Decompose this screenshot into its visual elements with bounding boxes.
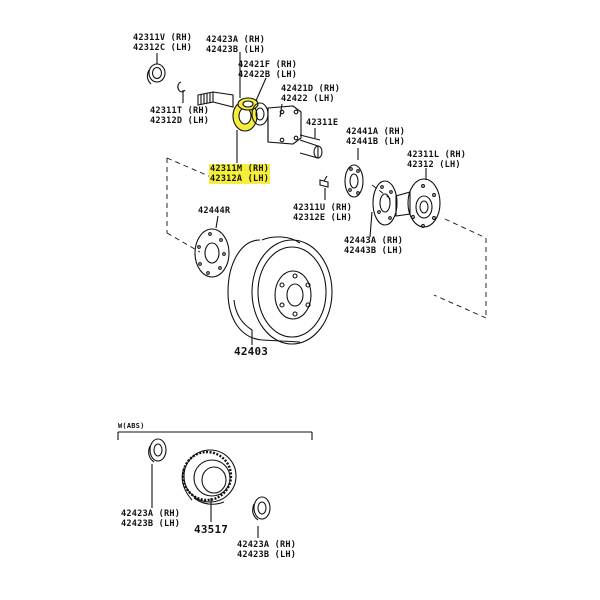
label-42311u: 42311U (RH) [293, 203, 353, 213]
label-42423b-right: 42423B (LH) [237, 550, 297, 560]
axle-plate [344, 164, 364, 198]
oil-seal-top [146, 63, 166, 85]
leader-line [369, 211, 373, 238]
abs-rotor [181, 449, 237, 505]
label-42312: 42312 (LH) [407, 160, 461, 170]
label-42312d: 42312D (LH) [150, 116, 210, 126]
label-42423a-right: 42423A (RH) [237, 540, 297, 550]
label-42311t: 42311T (RH) [150, 106, 210, 116]
label-42422b: 42422B (LH) [238, 70, 298, 80]
label-42423b-left: 42423B (LH) [121, 519, 181, 529]
hub-bolt [319, 175, 329, 188]
axle-tube [299, 134, 323, 159]
label-42422: 42422 (LH) [281, 94, 335, 104]
label-42311m-highlighted: 42311M (RH) [209, 164, 271, 174]
axle-flange [267, 105, 302, 145]
label-42441b: 42441B (LH) [346, 137, 406, 147]
axle-shaft [197, 91, 234, 108]
label-42403: 42403 [234, 345, 269, 358]
label-42423a-left: 42423A (RH) [121, 509, 181, 519]
drum-gasket [194, 228, 230, 278]
label-42311v: 42311V (RH) [133, 33, 193, 43]
hub-gasket [372, 180, 398, 226]
label-42443a: 42443A (RH) [344, 236, 404, 246]
label-42312e: 42312E (LH) [293, 213, 353, 223]
snap-ring [177, 81, 186, 93]
bearing-highlighted [232, 97, 259, 132]
wheel-hub [395, 178, 441, 228]
label-42312a-highlighted: 42312A (LH) [209, 174, 271, 184]
abs-seal-right [252, 496, 271, 521]
label-42423a-top: 42423A (RH) [206, 35, 266, 45]
label-43517: 43517 [194, 523, 229, 536]
label-42421f: 42421F (RH) [238, 60, 298, 70]
label-42421d: 42421D (RH) [281, 84, 341, 94]
leader-line [254, 77, 267, 104]
leader-line [215, 215, 219, 229]
abs-section-bracket [117, 431, 313, 440]
label-42311l: 42311L (RH) [407, 150, 467, 160]
abs-seal-left [148, 438, 167, 463]
label-42443b: 42443B (LH) [344, 246, 404, 256]
abs-section-header: W(ABS) [118, 422, 145, 430]
label-42423b-top: 42423B (LH) [206, 45, 266, 55]
label-42441a: 42441A (RH) [346, 127, 406, 137]
label-42444r: 42444R [198, 206, 231, 216]
label-42312c: 42312C (LH) [133, 43, 193, 53]
brake-drum [227, 236, 333, 345]
label-42311e: 42311E [306, 118, 339, 128]
